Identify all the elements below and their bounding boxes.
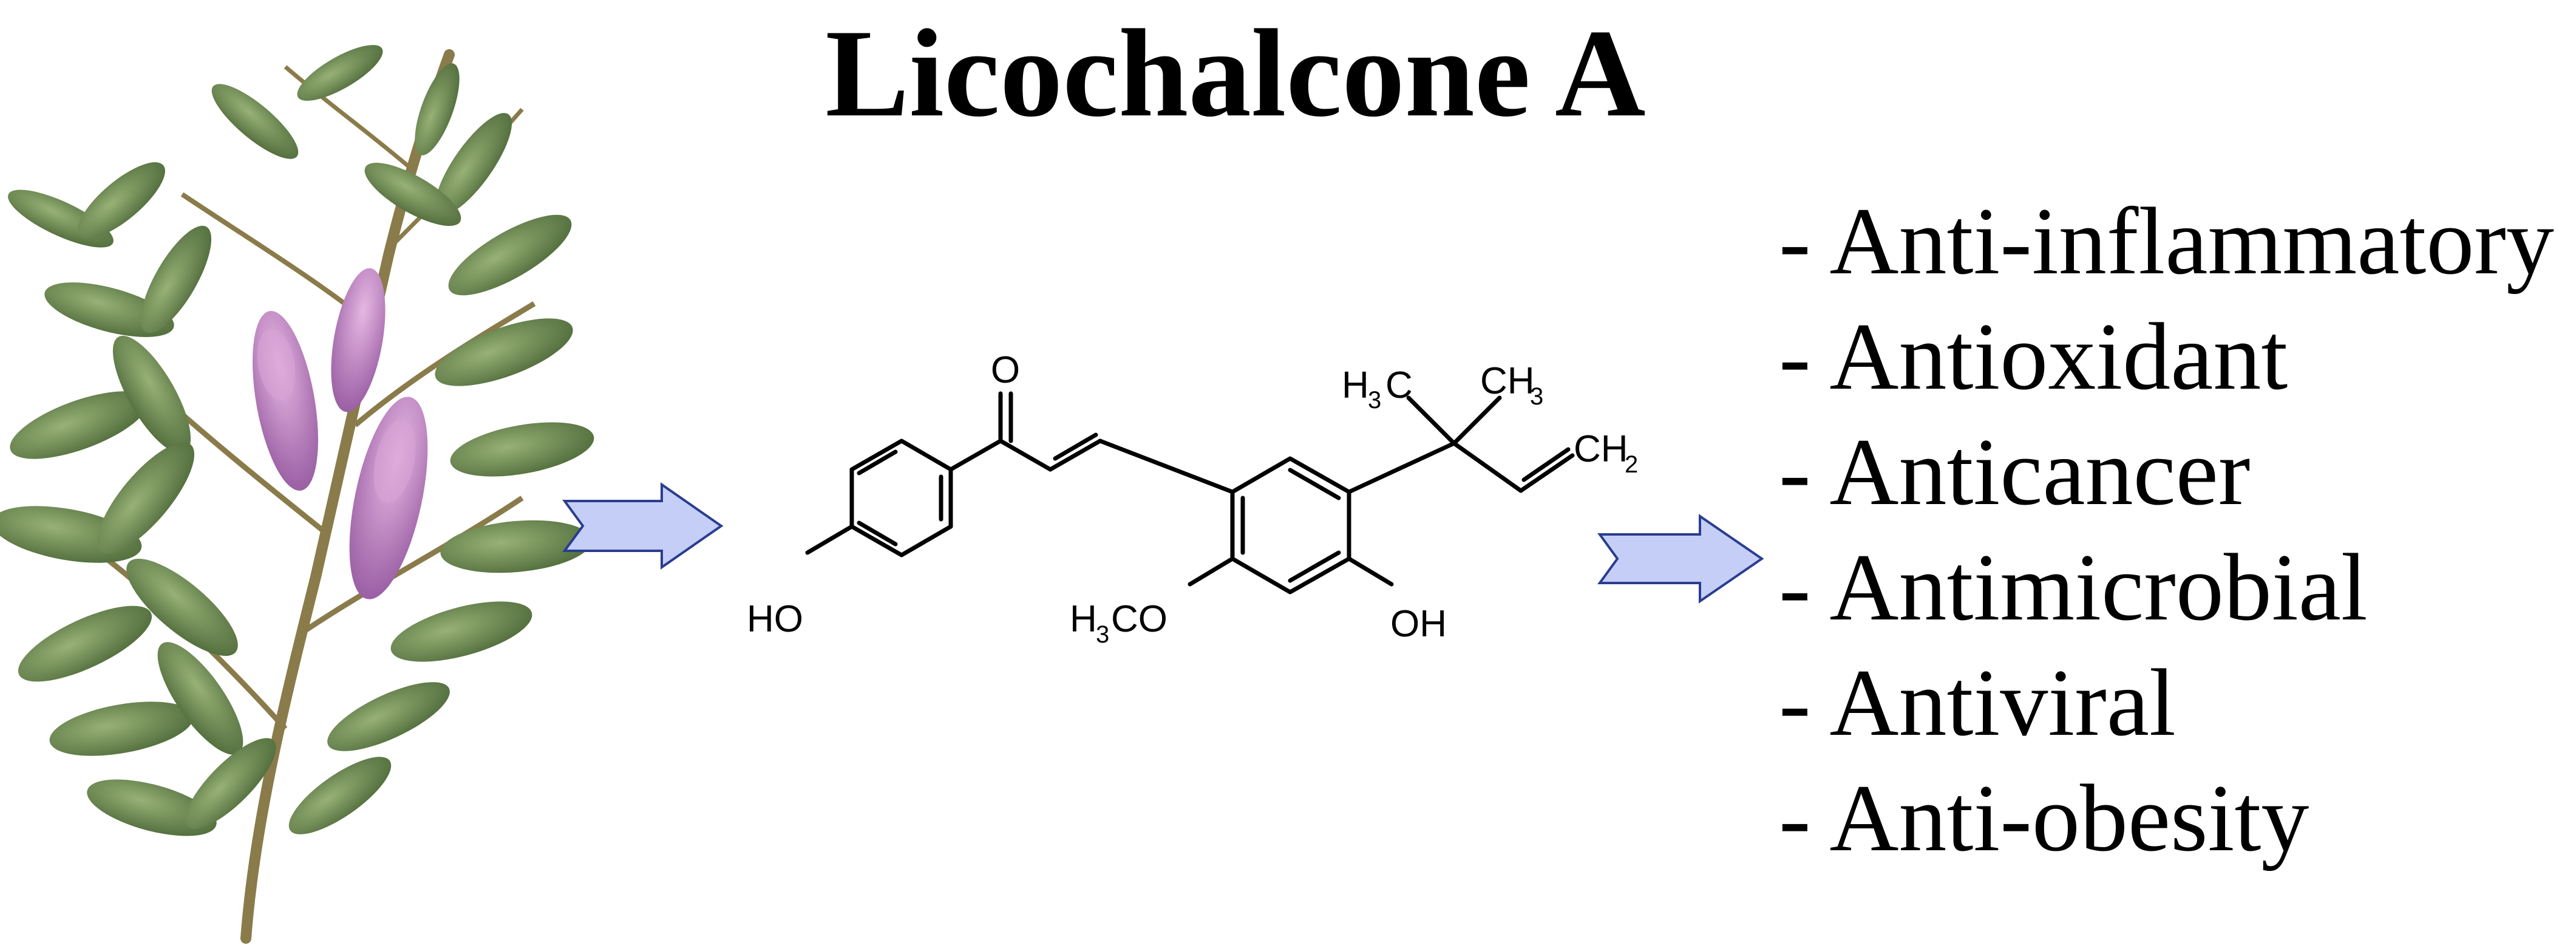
property-item: - Antimicrobial [1779,534,2368,641]
svg-text:3: 3 [1368,387,1381,414]
svg-text:3: 3 [1096,621,1109,648]
flower-spike [331,268,386,412]
right-arrow-2 [1597,514,1764,604]
svg-text:CH: CH [1574,428,1628,470]
property-item: - Antiviral [1779,650,2176,756]
methoxy-label: H 3 CO [1070,598,1167,648]
property-item: - Anti-inflammatory [1779,188,2554,295]
vinyl-ch2-label: CH 2 [1574,428,1638,478]
right-arrow-1 [562,482,724,570]
svg-text:H: H [1070,598,1097,640]
property-item: - Antioxidant [1779,304,2288,410]
methyl-right-label: CH 3 [1480,360,1543,410]
carbonyl-oxygen-label: O [991,349,1020,391]
licorice-plant-illustration [0,45,594,944]
page-title: Licochalcone A [825,4,1645,143]
hydroxyl-right-label: OH [1390,603,1447,645]
licochalcone-a-structure: O HO OH H 3 CO H 3 C CH 3 CH 2 [747,349,1638,648]
flower-spike [253,311,318,491]
svg-text:2: 2 [1625,451,1638,478]
flower-spike [349,397,428,599]
property-item: - Anti-obesity [1779,765,2309,871]
properties-list: - Anti-inflammatory - Antioxidant - Anti… [1779,188,2554,871]
property-item: - Anticancer [1779,419,2250,525]
svg-text:CO: CO [1111,598,1167,640]
svg-text:CH: CH [1480,360,1535,402]
svg-text:3: 3 [1530,383,1543,410]
methyl-left-label: H 3 C [1342,364,1413,414]
svg-text:C: C [1385,364,1413,406]
svg-text:H: H [1342,364,1369,406]
hydroxyl-left-label: HO [747,598,803,640]
